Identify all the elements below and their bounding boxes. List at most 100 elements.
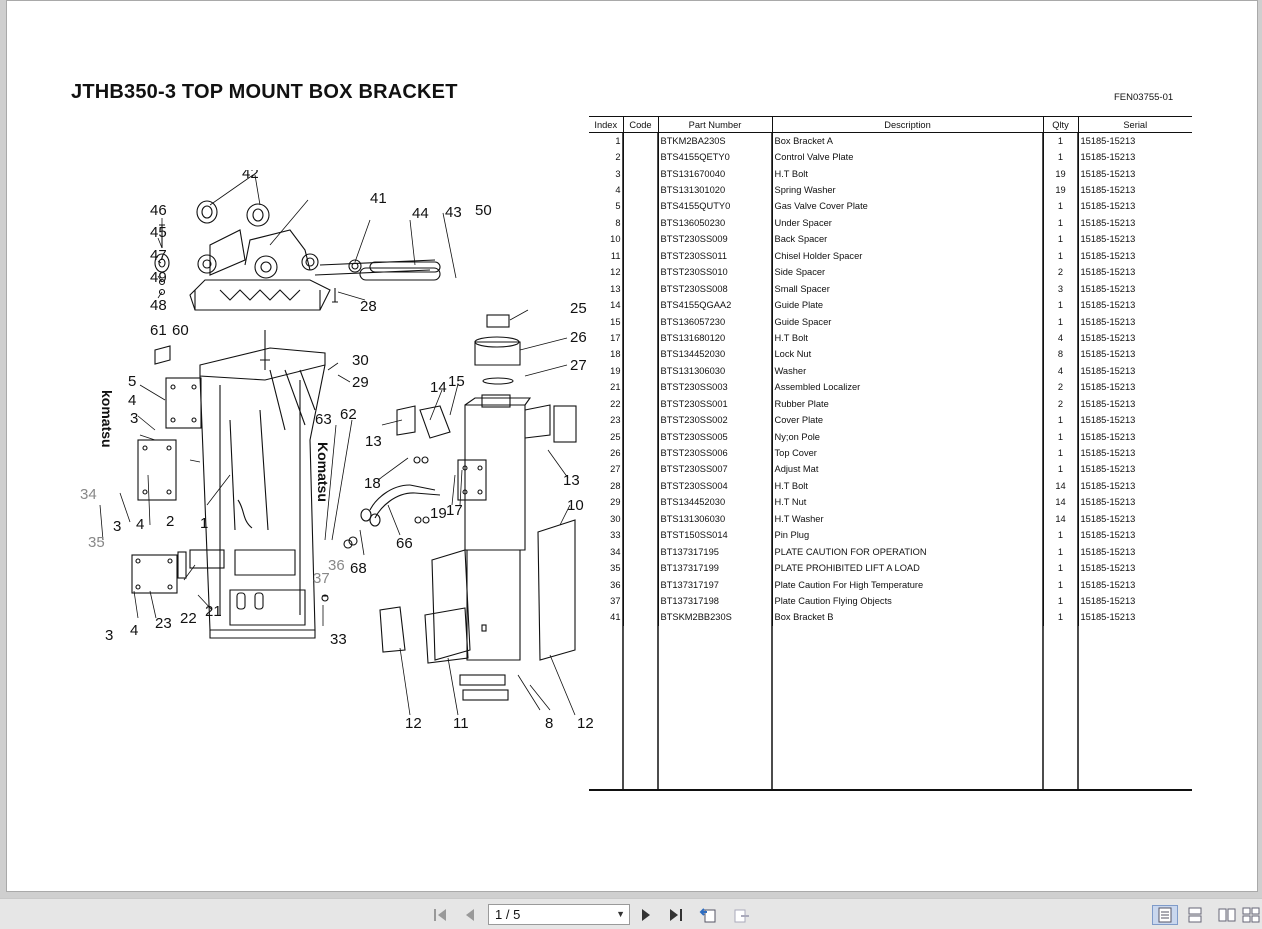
cell-index: 3 <box>615 168 621 179</box>
next-page-icon[interactable] <box>636 905 656 925</box>
svg-text:62: 62 <box>340 406 357 423</box>
cell-serial: 15185-15213 <box>1077 296 1192 314</box>
cell-part-number: BTST230SS003 <box>657 379 772 396</box>
cell-description: H.T Bolt <box>771 477 1043 495</box>
cell-serial: 15185-15213 <box>1077 214 1192 232</box>
cell-code <box>622 148 658 166</box>
cell-qty: 2 <box>1042 379 1078 396</box>
cell-index: 1 <box>615 135 621 146</box>
cell-part-number: BTKM2BA230S <box>657 132 772 149</box>
parts-table: Index Code Part Number Description Qlty … <box>589 116 1192 791</box>
cell-part-number: BTS131670040 <box>657 165 772 182</box>
svg-text:12: 12 <box>405 715 422 732</box>
cell-index: 41 <box>610 612 621 623</box>
svg-text:66: 66 <box>396 535 413 552</box>
cell-qty: 2 <box>1042 264 1078 281</box>
single-page-icon[interactable] <box>1152 905 1178 925</box>
cell-part-number: BTS136057230 <box>657 313 772 330</box>
first-page-icon[interactable] <box>430 905 450 925</box>
cell-description: Guide Plate <box>771 296 1043 314</box>
cell-description: PLATE CAUTION FOR OPERATION <box>771 543 1043 560</box>
cell-code <box>622 379 658 396</box>
cell-code <box>622 247 658 264</box>
cell-serial: 15185-15213 <box>1077 461 1192 478</box>
cell-code <box>622 592 658 610</box>
chevron-down-icon[interactable]: ▼ <box>616 909 625 919</box>
cell-description: H.T Nut <box>771 494 1043 511</box>
cell-index: 13 <box>610 283 621 294</box>
cell-serial: 15185-15213 <box>1077 609 1192 626</box>
cell-code <box>622 395 658 412</box>
svg-text:34: 34 <box>80 486 97 503</box>
rotate-back-icon[interactable] <box>698 905 718 925</box>
cell-index: 8 <box>615 217 621 228</box>
svg-text:48: 48 <box>150 297 167 314</box>
cell-code <box>622 329 658 347</box>
cell-serial: 15185-15213 <box>1077 231 1192 248</box>
svg-text:46: 46 <box>150 202 167 219</box>
rotate-forward-icon[interactable] <box>732 905 752 925</box>
main-bracket-drawing <box>131 330 329 639</box>
cell-qty: 2 <box>1042 395 1078 412</box>
svg-text:1: 1 <box>200 515 208 532</box>
cell-index: 17 <box>610 332 621 343</box>
svg-text:4: 4 <box>136 516 144 533</box>
cell-index: 33 <box>610 530 621 541</box>
cell-code <box>622 231 658 248</box>
header-qty: Qlty <box>1042 116 1078 133</box>
continuous-icon[interactable] <box>1185 905 1205 925</box>
cell-index: 4 <box>615 185 621 196</box>
cell-part-number: BT137317197 <box>657 576 772 593</box>
cell-serial: 15185-15213 <box>1077 395 1192 412</box>
prev-page-icon[interactable] <box>460 905 480 925</box>
brand-marks: komatsu Komatsu <box>99 390 331 502</box>
svg-text:13: 13 <box>563 472 580 489</box>
cell-part-number: BTST230SS011 <box>657 247 772 264</box>
continuous-facing-icon[interactable] <box>1241 905 1261 925</box>
svg-text:3: 3 <box>105 627 113 644</box>
cell-serial: 15185-15213 <box>1077 576 1192 593</box>
facing-pages-icon[interactable] <box>1217 905 1237 925</box>
svg-text:14: 14 <box>430 379 447 396</box>
svg-text:33: 33 <box>330 631 347 648</box>
svg-text:8: 8 <box>545 715 553 732</box>
cell-description: Gas Valve Cover Plate <box>771 198 1043 215</box>
last-page-icon[interactable] <box>666 905 686 925</box>
cell-part-number: BTS136050230 <box>657 214 772 232</box>
cell-index: 27 <box>610 464 621 475</box>
page-number-field[interactable]: 1 / 5 ▼ <box>488 904 630 925</box>
cell-serial: 15185-15213 <box>1077 494 1192 511</box>
cell-part-number: BTST230SS004 <box>657 477 772 495</box>
cell-code <box>622 214 658 232</box>
cell-qty: 3 <box>1042 280 1078 297</box>
cell-serial: 15185-15213 <box>1077 527 1192 544</box>
cell-description: Under Spacer <box>771 214 1043 232</box>
cell-serial: 15185-15213 <box>1077 165 1192 182</box>
cell-qty: 1 <box>1042 411 1078 429</box>
cell-description: H.T Bolt <box>771 329 1043 347</box>
cell-qty: 1 <box>1042 148 1078 166</box>
svg-text:49: 49 <box>150 269 167 286</box>
svg-text:23: 23 <box>155 615 172 632</box>
cell-code <box>622 494 658 511</box>
cell-description: Adjust Mat <box>771 461 1043 478</box>
svg-text:37: 37 <box>313 570 330 587</box>
cell-description: Lock Nut <box>771 346 1043 363</box>
cell-description: Chisel Holder Spacer <box>771 247 1043 264</box>
svg-text:35: 35 <box>88 534 105 551</box>
cell-code <box>622 543 658 560</box>
cell-part-number: BTS134452030 <box>657 494 772 511</box>
cell-serial: 15185-15213 <box>1077 247 1192 264</box>
cell-qty: 4 <box>1042 329 1078 347</box>
